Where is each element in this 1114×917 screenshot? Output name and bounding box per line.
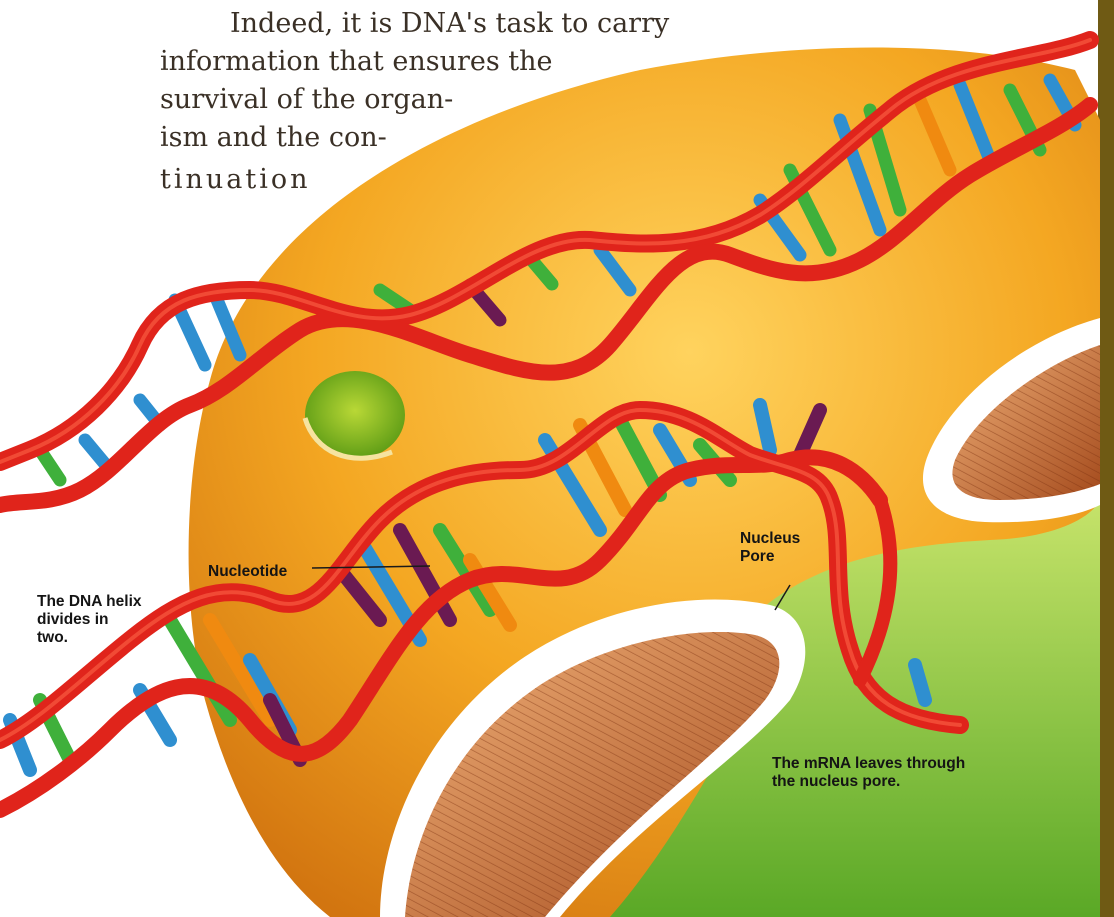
body-text-line-4: ism and the con- [160, 116, 387, 160]
label-helix-divides-line-1: The DNA helix [37, 593, 142, 611]
label-helix-divides-line-3: two. [37, 629, 142, 647]
label-nucleus-pore-line-2: Pore [740, 548, 800, 566]
label-helix-divides-line-2: divides in [37, 611, 142, 629]
label-mrna-leaves-line-2: the nucleus pore. [772, 773, 965, 791]
page-edge [1098, 0, 1114, 917]
label-nucleus-pore-line-1: Nucleus [740, 530, 800, 548]
label-nucleotide: Nucleotide [208, 563, 287, 581]
label-nucleus-pore: Nucleus Pore [740, 530, 800, 566]
label-mrna-leaves-line-1: The mRNA leaves through [772, 755, 965, 773]
body-text-line-5: tinuation [160, 158, 311, 202]
label-helix-divides: The DNA helix divides in two. [37, 593, 142, 647]
label-mrna-leaves: The mRNA leaves through the nucleus pore… [772, 755, 965, 791]
